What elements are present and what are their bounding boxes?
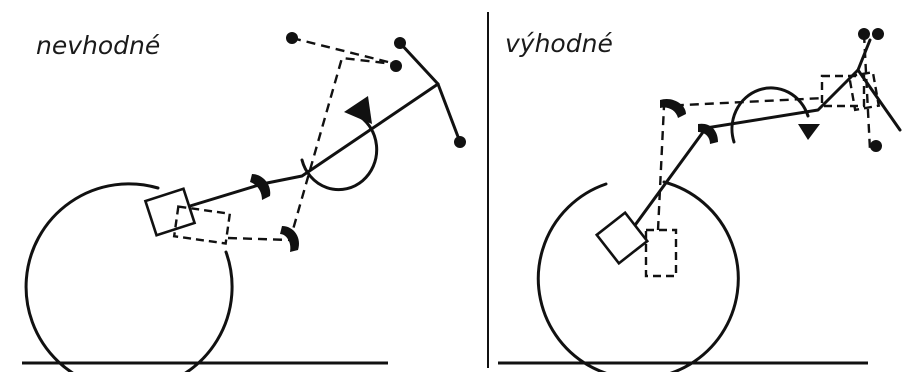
base-box-solid-right (594, 210, 650, 266)
segment-upper-dashed-right (862, 33, 872, 151)
segment-lower-solid-left (436, 82, 462, 144)
segment-chain-dashed-right (656, 96, 825, 231)
end-box-dashed-right (820, 74, 866, 108)
panel-left: nevhodné (22, 31, 466, 372)
base-box-dashed-left (172, 205, 232, 245)
segment-chain-solid-right (628, 38, 872, 234)
panel-left-label: nevhodné (36, 31, 160, 60)
panel-right: výhodné (498, 28, 902, 372)
end-dot-right-2 (872, 28, 884, 40)
end-dot-right-3 (870, 140, 882, 152)
rotation-arrow-right (730, 86, 810, 144)
end-dot-right-1 (858, 28, 870, 40)
joint-marker-dashed-left (280, 226, 300, 252)
joint-marker-solid-right (698, 123, 718, 144)
rotation-arrow-left (300, 112, 379, 192)
segment-upper-dashed-left (291, 36, 397, 66)
segment-chain-solid-left (188, 82, 440, 208)
rotation-arrowhead-right (798, 124, 820, 140)
base-box-solid-left (143, 187, 197, 237)
joint-marker-solid-left (250, 174, 271, 200)
end-dot-left-3 (390, 60, 402, 72)
panel-right-label: výhodné (505, 29, 613, 58)
wheel-left (24, 182, 234, 372)
joint-marker-dashed-right (660, 98, 686, 118)
wheel-right (536, 180, 740, 372)
end-box-dashed-right-2 (847, 70, 881, 112)
segment-upper-solid-left (398, 41, 440, 86)
segment-chain-dashed-left (227, 56, 395, 242)
base-box-dashed-right (644, 228, 678, 278)
end-dot-left-4 (454, 136, 466, 148)
rotation-arrowhead-left (344, 96, 372, 124)
end-dot-left-2 (394, 37, 406, 49)
end-dot-left-1 (286, 32, 298, 44)
